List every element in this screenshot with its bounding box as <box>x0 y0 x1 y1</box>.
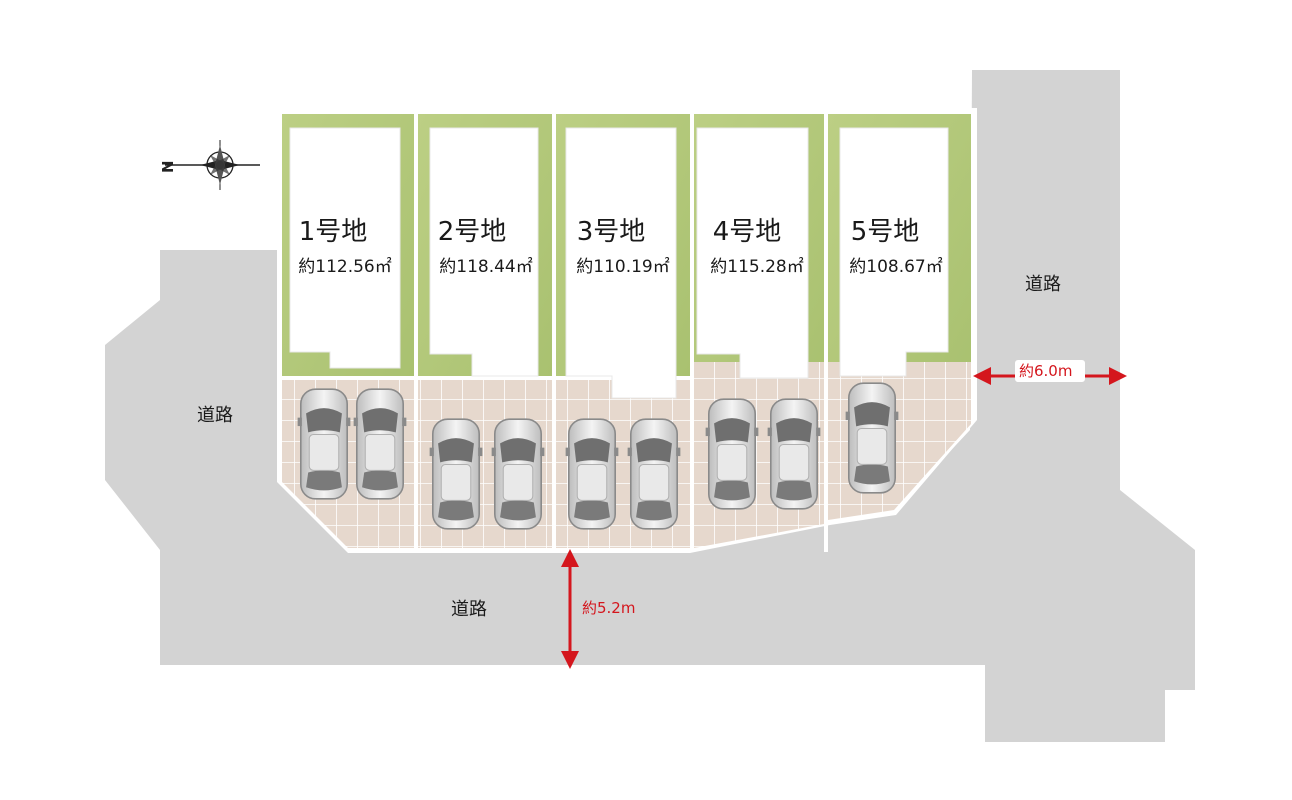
car-icon <box>428 418 484 530</box>
car-icon <box>352 388 408 500</box>
car-icon <box>766 398 822 510</box>
lot-building-footprint <box>565 127 677 399</box>
lot-building-footprint <box>839 127 949 377</box>
lot-name: 3号地 <box>577 217 646 247</box>
car-icon <box>626 418 682 530</box>
car-icon <box>490 418 546 530</box>
lot-name: 4号地 <box>713 217 782 247</box>
car-icon <box>296 388 352 500</box>
road-label-west: 道路 <box>197 405 233 426</box>
compass-north-label: N <box>159 160 177 173</box>
roads <box>105 70 1195 742</box>
car-icon <box>844 382 900 494</box>
lot-building-footprint <box>289 127 401 369</box>
south-width-label: 約5.2m <box>582 599 635 617</box>
lot-area: 約115.28㎡ <box>710 257 803 277</box>
car-icon <box>704 398 760 510</box>
road-label-south: 道路 <box>451 599 487 620</box>
east-road-width: 約6.0m <box>973 360 1127 385</box>
lot-area: 約108.67㎡ <box>849 257 942 277</box>
road-surface <box>105 70 1195 742</box>
car-icon <box>564 418 620 530</box>
lot-name: 2号地 <box>438 217 507 247</box>
lots: 1号地約112.56㎡2号地約118.44㎡3号地約110.19㎡4号地約115… <box>282 110 971 552</box>
lot-building-footprint <box>429 127 539 377</box>
lot-name: 5号地 <box>851 217 920 247</box>
lot-area: 約112.56㎡ <box>298 257 391 277</box>
east-width-label: 約6.0m <box>1019 362 1072 380</box>
lot-area: 約110.19㎡ <box>576 257 669 277</box>
lot-building-footprint <box>696 127 809 379</box>
lot-name: 1号地 <box>299 217 368 247</box>
south-road-width: 約5.2m <box>561 549 635 669</box>
compass-icon: N <box>159 140 260 190</box>
lot-area: 約118.44㎡ <box>439 257 532 277</box>
road-label-east: 道路 <box>1025 274 1061 295</box>
